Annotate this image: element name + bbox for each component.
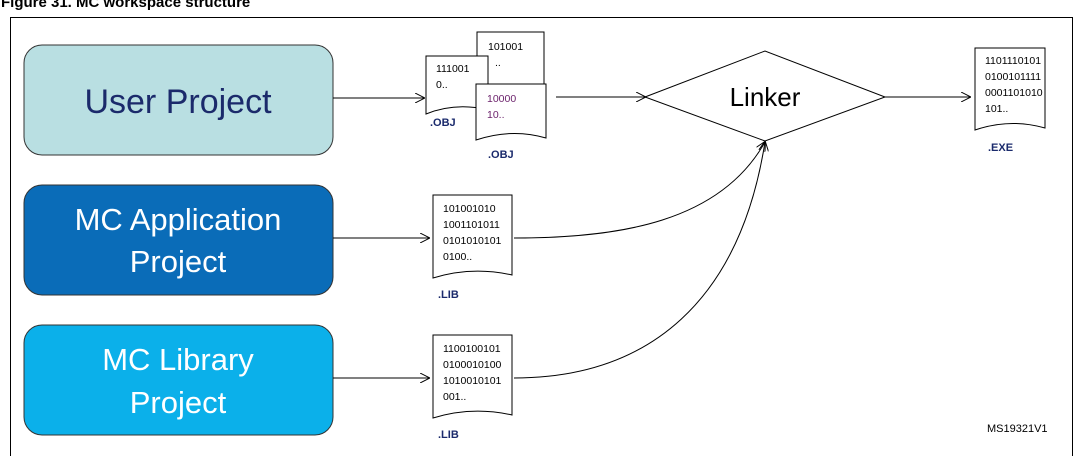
- mc-library-project-box: MC Library Project: [23, 324, 334, 436]
- exe-file: 1101110101 0100101111 0001101010 101..: [974, 47, 1046, 131]
- lib-mc-label: .LIB: [438, 429, 459, 441]
- mc-library-label-line2: Project: [130, 385, 227, 420]
- lib-mc-line3: 1010010101: [443, 375, 502, 387]
- lib-mc-line2: 0100010100: [443, 359, 502, 371]
- mc-library-label-line1: MC Library: [102, 342, 254, 377]
- exe-label: .EXE: [988, 142, 1013, 154]
- lib-app-line2: 1001101011: [443, 219, 500, 231]
- lib-app-label: .LIB: [438, 289, 459, 301]
- mc-application-project-box: MC Application Project: [23, 184, 334, 296]
- obj-label-left: .OBJ: [430, 117, 456, 129]
- figure-reference-id: MS19321V1: [987, 423, 1048, 435]
- obj-front-line1: 10000: [487, 93, 516, 105]
- obj-back-line2: ..: [495, 57, 501, 69]
- exe-line4: 101..: [985, 103, 1008, 115]
- lib-mc-line4: 001..: [443, 391, 466, 403]
- user-project-label: User Project: [84, 83, 272, 121]
- obj-label-bottom: .OBJ: [488, 149, 514, 161]
- obj-middle-line2: 0..: [436, 79, 448, 91]
- mc-application-label-line1: MC Application: [75, 202, 282, 237]
- lib-app-line4: 0100..: [443, 251, 472, 263]
- user-project-box: User Project: [23, 44, 334, 156]
- obj-file-front: 10000 10..: [475, 83, 547, 141]
- lib-file-application: 101001010 1001101011 0101010101 0100..: [432, 194, 513, 279]
- lib-app-line1: 101001010: [443, 203, 496, 215]
- figure-frame: [10, 17, 1073, 456]
- exe-line2: 0100101111: [985, 71, 1041, 83]
- lib-file-library: 1100100101 0100010100 1010010101 001..: [432, 334, 513, 419]
- exe-line3: 0001101010: [985, 87, 1043, 99]
- arrow-lib-mc-to-linker: [513, 142, 765, 379]
- exe-line1: 1101110101: [985, 55, 1041, 67]
- figure-caption: Figure 31. MC workspace structure: [1, 0, 251, 11]
- obj-middle-line1: 111001: [436, 63, 470, 75]
- arrow-lib-app-to-linker: [513, 142, 765, 239]
- linker-label: Linker: [730, 82, 801, 112]
- mc-application-label-line2: Project: [130, 244, 227, 279]
- obj-front-line2: 10..: [487, 109, 505, 121]
- linker-diamond: Linker: [643, 50, 887, 142]
- obj-back-line1: 101001: [488, 41, 523, 53]
- lib-mc-line1: 1100100101: [443, 343, 501, 355]
- obj-file-back: 101001 ..: [476, 31, 545, 99]
- obj-file-middle: 111001 0..: [425, 55, 489, 115]
- lib-app-line3: 0101010101: [443, 235, 502, 247]
